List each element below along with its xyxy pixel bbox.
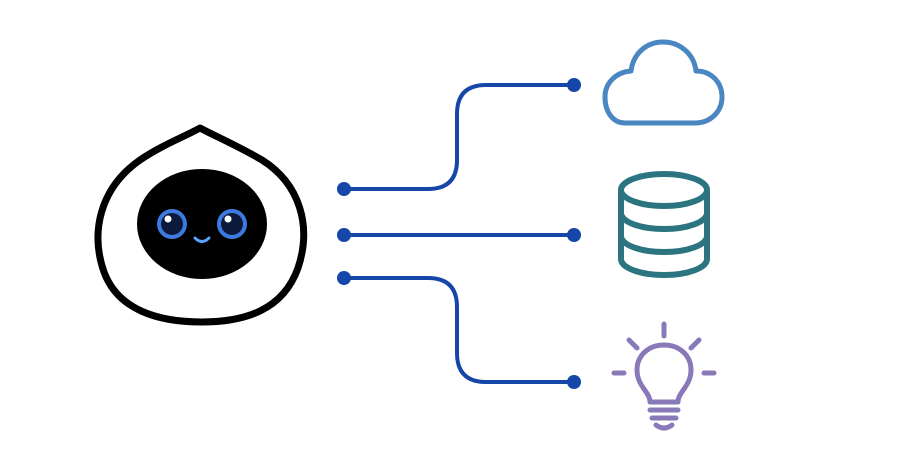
lightbulb-ray-upper-left xyxy=(626,337,640,351)
lightbulb-bulb xyxy=(634,342,694,405)
mascot-smile xyxy=(193,236,211,243)
lightbulb-icon xyxy=(611,321,717,431)
connector-dot-end-top xyxy=(567,78,581,92)
connector-dot-start-middle xyxy=(337,228,351,242)
database-icon xyxy=(618,171,710,278)
cloud-icon xyxy=(602,39,725,126)
connector-group xyxy=(342,83,576,384)
database-ring-2 xyxy=(618,235,710,255)
connector-dots xyxy=(337,78,581,389)
connector-to-cloud xyxy=(342,83,576,191)
database-body xyxy=(618,190,710,278)
connector-to-lightbulb xyxy=(342,276,576,384)
mascot-right-eye xyxy=(217,209,247,239)
robot-mascot-icon xyxy=(94,124,308,326)
mascot-face xyxy=(137,169,267,279)
database-top xyxy=(618,171,710,209)
mascot-left-eye xyxy=(157,209,187,239)
lightbulb-tip xyxy=(653,422,675,431)
cloud-outline xyxy=(602,39,725,126)
lightbulb-ray-upper-right xyxy=(688,337,702,351)
mascot-right-eye-glint xyxy=(224,215,232,223)
connector-dot-start-top xyxy=(337,182,351,196)
connector-dot-start-bottom xyxy=(337,271,351,285)
database-ring-1 xyxy=(618,212,710,232)
mascot-left-eye-glint xyxy=(164,215,172,223)
connector-dot-end-middle xyxy=(567,228,581,242)
connector-dot-end-bottom xyxy=(567,375,581,389)
